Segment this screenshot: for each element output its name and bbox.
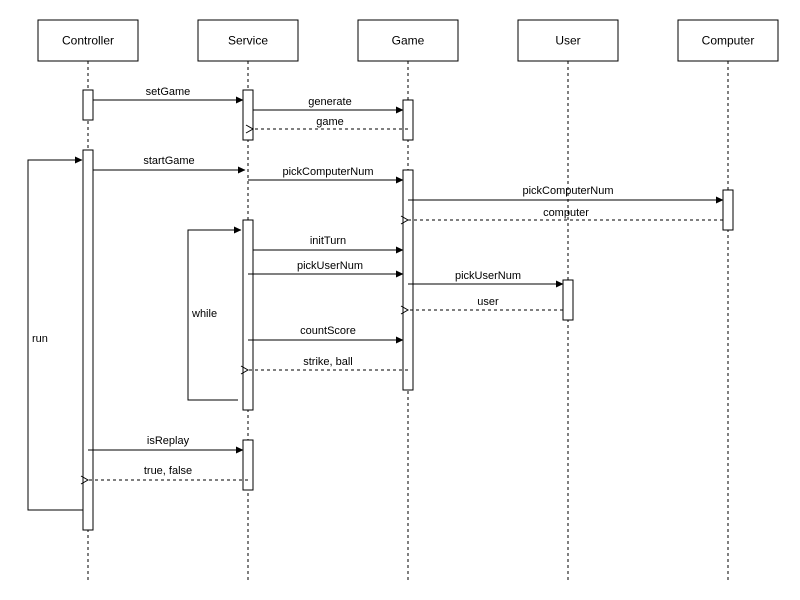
participant-controller[interactable]: Controller [37, 19, 139, 62]
activation-game-2 [402, 169, 414, 391]
activation-controller-1 [82, 89, 94, 121]
participant-computer[interactable]: Computer [677, 19, 779, 62]
loop-run-path [27, 156, 88, 511]
participant-service[interactable]: Service [197, 19, 299, 62]
message-label-isReplay: isReplay [147, 435, 190, 447]
participant-game[interactable]: Game [357, 19, 459, 62]
loop-while[interactable] [187, 226, 242, 401]
message-label-pickUserNum-2: pickUserNum [455, 270, 521, 282]
loop-run-label: run [32, 333, 48, 345]
message-label-setGame: setGame [146, 86, 191, 98]
message-label-pickComputerNum-1: pickComputerNum [282, 166, 373, 178]
message-label-pickComputerNum-2: pickComputerNum [522, 185, 613, 197]
activation-user-1 [562, 279, 574, 321]
loop-while-label: while [191, 308, 217, 320]
message-labels: setGame generate game startGame pickComp… [143, 86, 613, 477]
participant-user[interactable]: User [517, 19, 619, 62]
message-label-game: game [316, 116, 344, 128]
participant-label: User [555, 34, 580, 48]
message-label-startGame: startGame [143, 155, 194, 167]
participant-label: Computer [702, 34, 755, 48]
activation-game-1 [402, 99, 414, 141]
activation-service-3 [242, 439, 254, 491]
loop-while-path [187, 226, 242, 401]
participant-label: Service [228, 34, 268, 48]
message-label-countScore: countScore [300, 325, 356, 337]
participant-label: Game [392, 34, 425, 48]
message-label-initTurn: initTurn [310, 235, 346, 247]
message-label-true-false: true, false [144, 465, 192, 477]
message-label-strike-ball: strike, ball [303, 356, 353, 368]
message-label-computer: computer [543, 207, 589, 219]
activations [82, 89, 734, 531]
messages [80, 96, 724, 485]
message-label-user: user [477, 296, 499, 308]
activation-controller-2 [82, 149, 94, 531]
participant-label: Controller [62, 34, 114, 48]
loop-run[interactable] [27, 156, 88, 511]
message-label-pickUserNum-1: pickUserNum [297, 260, 363, 272]
activation-computer-1 [722, 189, 734, 231]
activation-service-1 [242, 89, 254, 141]
activation-service-2 [242, 219, 254, 411]
message-label-generate: generate [308, 96, 351, 108]
